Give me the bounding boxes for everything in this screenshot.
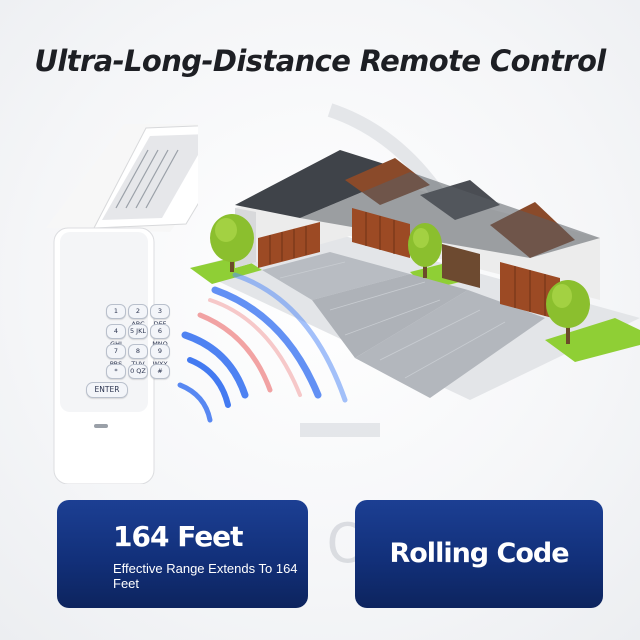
keypad-key: 6 MNO xyxy=(150,324,170,348)
wireless-keypad: 1 2 ABC 3 DEF 4 GHI 5 JKL 6 MNO 7 PRS 8 … xyxy=(46,120,198,484)
keypad-body xyxy=(46,124,198,484)
signal-waves xyxy=(177,272,348,423)
keypad-key: 3 DEF xyxy=(150,304,170,328)
keypad-key: 7 PRS xyxy=(106,344,126,368)
tree xyxy=(210,214,254,272)
keypad-key: 0 QZ xyxy=(128,364,148,379)
tree xyxy=(546,280,590,344)
keypad-key: 8 TUV xyxy=(128,344,148,368)
range-badge: 164 Feet Effective Range Extends To 164 … xyxy=(57,500,308,608)
range-badge-title: 164 Feet xyxy=(113,520,244,553)
keypad-key: 9 WXY xyxy=(150,344,170,368)
keypad-key: 2 ABC xyxy=(128,304,148,328)
keypad-key: * xyxy=(106,364,126,379)
enter-key: ENTER xyxy=(86,382,128,398)
tree xyxy=(408,223,442,278)
rolling-code-badge: Rolling Code xyxy=(355,500,603,608)
keypad-key: 1 xyxy=(106,304,126,319)
house-illustration xyxy=(190,150,640,400)
keypad-key: 5 JKL xyxy=(128,324,148,339)
headline: Ultra-Long-Distance Remote Control xyxy=(34,44,606,78)
rolling-code-badge-title: Rolling Code xyxy=(389,538,569,569)
range-badge-description: Effective Range Extends To 164 Feet xyxy=(113,561,298,591)
keypad-key: 4 GHI xyxy=(106,324,126,348)
keypad-key: # xyxy=(150,364,170,379)
